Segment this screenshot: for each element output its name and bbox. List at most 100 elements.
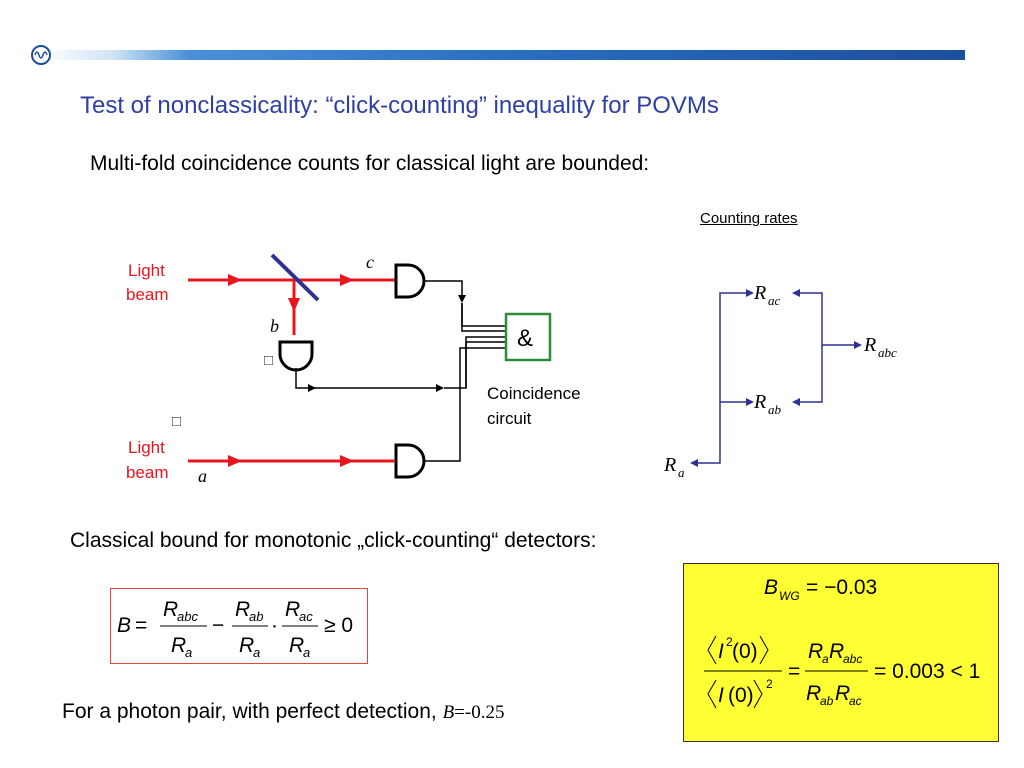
bottom-beam-arrow-1 [228, 455, 242, 467]
formula-B: B [117, 614, 131, 637]
wire-b-to-gate [444, 336, 506, 389]
formula-den1-R: R [171, 634, 186, 657]
mid-den-R1: R [806, 682, 821, 705]
mid-num-sub1: a [822, 652, 829, 666]
mid-num-R1: R [808, 640, 823, 663]
wire-c-to-gate-2 [461, 303, 506, 332]
wire-c-arrow [458, 295, 466, 303]
den-sup: 2 [766, 677, 773, 691]
bwg-value: = −0.03 [806, 576, 877, 599]
rate-abc-R: R [863, 334, 876, 356]
light-beam-bottom-label-1: Light [128, 438, 165, 457]
rate-ac-R: R [753, 282, 766, 304]
experimental-result-box: B WG = −0.03 I 2 (0) I (0) 2 = R a R abc… [683, 563, 999, 742]
den-arg: (0) [728, 684, 754, 707]
rate-ab-R: R [753, 391, 766, 413]
top-beam-arrow-1 [228, 274, 242, 286]
photon-pair-B: B [442, 702, 455, 723]
arrow-to-ab [746, 398, 754, 406]
num-arg: (0) [732, 640, 758, 663]
rate-ac-to-abc [796, 292, 858, 346]
den-left-bracket [707, 679, 717, 709]
formula-num3-R: R [285, 598, 300, 621]
arrow-from-ab [792, 398, 800, 406]
arrow-from-ac [792, 289, 800, 297]
num-sup: 2 [726, 635, 733, 649]
formula-num1-sub: abc [177, 609, 198, 624]
rate-a-R: R [663, 454, 676, 476]
beam-splitter [270, 253, 320, 302]
light-beam-top-label-1: Light [128, 261, 165, 280]
classical-bound-formula: B = R abc R a − R ab R a · R ac R a ≥ 0 [110, 588, 368, 664]
experimental-result-svg: B WG = −0.03 I 2 (0) I (0) 2 = R a R abc… [704, 576, 980, 709]
header-bar [31, 45, 965, 65]
num-left-bracket [707, 635, 717, 665]
and-gate-symbol: & [517, 325, 533, 352]
photon-pair-value: =-0.25 [454, 702, 505, 723]
arrow-to-abc [854, 341, 862, 349]
formula-den2-sub: a [253, 645, 260, 660]
logo-icon [31, 45, 51, 65]
placeholder-glyph-1: □ [264, 352, 273, 369]
frac-eq: = [788, 660, 800, 683]
formula-den1-sub: a [185, 645, 192, 660]
result-value: = 0.003 < 1 [874, 660, 980, 683]
mid-num-R2: R [829, 640, 844, 663]
rate-ab-sub: ab [768, 402, 782, 417]
bwg-sub: WG [779, 589, 800, 603]
num-right-bracket [759, 635, 769, 665]
reflected-beam-arrow [288, 298, 300, 312]
formula-num3-sub: ac [299, 609, 313, 624]
label-a: a [198, 466, 207, 486]
formula-den2-R: R [239, 634, 254, 657]
rate-a-line [698, 402, 721, 464]
rate-abc-sub: abc [878, 345, 897, 360]
wire-b-arrow-2 [436, 384, 444, 392]
formula-num1-R: R [163, 598, 178, 621]
label-c: c [366, 252, 374, 272]
coincidence-label-2: circuit [487, 409, 532, 428]
photon-pair-text: For a photon pair, with perfect detectio… [62, 700, 504, 724]
bottom-beam-arrow-2 [340, 455, 354, 467]
wire-b [295, 368, 440, 389]
formula-dot: · [271, 614, 278, 637]
top-beam-arrow-2 [340, 274, 354, 286]
counting-rates-header: Counting rates [700, 210, 798, 227]
detector-b-icon [278, 340, 314, 372]
mid-den-R2: R [835, 682, 850, 705]
wire-c-down [424, 280, 463, 300]
arrow-to-a [690, 459, 698, 467]
rate-ab-to-abc [796, 345, 823, 403]
detector-a-icon [394, 443, 426, 479]
label-b: b [270, 316, 279, 336]
formula-eq: = [135, 614, 147, 637]
header-gradient-bar [40, 50, 965, 60]
rate-a-to-ac [719, 292, 750, 402]
formula-geq: ≥ 0 [324, 614, 353, 637]
mid-den-sub2: ac [849, 694, 862, 708]
rate-a-sub: a [678, 465, 685, 480]
den-right-bracket [753, 679, 763, 709]
wire-b-to-gate-2 [465, 341, 506, 388]
classical-bound-text: Classical bound for monotonic „click-cou… [70, 529, 597, 552]
coincidence-circuit-diagram: Light beam Light beam c b a □ □ & Coinci… [126, 252, 581, 486]
coincidence-label-1: Coincidence [487, 384, 581, 403]
subtitle: Multi-fold coincidence counts for classi… [90, 152, 650, 175]
counting-rates-diagram: R ac R abc R ab R a [663, 282, 897, 480]
light-beam-top-label-2: beam [126, 285, 169, 304]
light-beam-bottom-label-2: beam [126, 463, 169, 482]
formula-num2-R: R [235, 598, 250, 621]
wire-a-to-gate [424, 347, 506, 462]
detector-c-icon [394, 263, 426, 299]
photon-pair-prefix: For a photon pair, with perfect detectio… [62, 700, 437, 723]
rate-ac-sub: ac [768, 293, 781, 308]
formula-num2-sub: ab [249, 609, 263, 624]
formula-svg: B = R abc R a − R ab R a · R ac R a ≥ 0 [117, 598, 353, 660]
wire-c-to-gate-1 [461, 303, 506, 327]
formula-den3-sub: a [303, 645, 310, 660]
bwg-B: B [764, 576, 778, 599]
wire-b-arrow-1 [308, 384, 316, 392]
mid-num-sub2: abc [843, 652, 862, 666]
arrow-to-ac [746, 289, 754, 297]
page-title: Test of nonclassicality: “click-counting… [80, 92, 719, 119]
